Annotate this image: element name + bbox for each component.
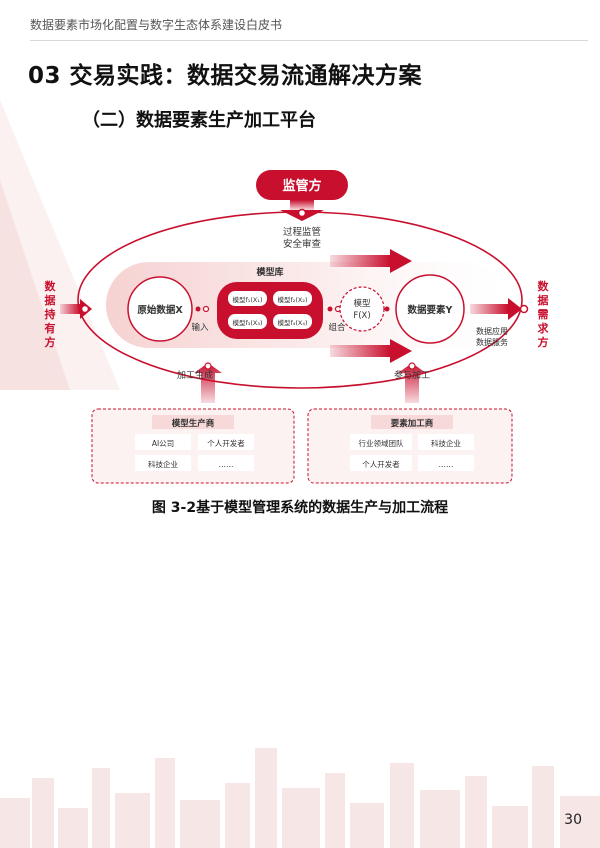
model-fx-label-1: 模型 [353,298,371,309]
svg-text:有: 有 [45,321,56,335]
producer-item-ai: AI公司 [152,439,174,448]
regulator-arrow-shaft [290,200,314,210]
process-supervision-label: 过程监管 [283,226,321,238]
svg-text:持: 持 [45,307,56,321]
page-number: 30 [564,812,582,828]
model-f4: 模型f₄(X₄) [277,318,307,327]
model-f2: 模型f₂(X₂) [277,295,307,304]
city-skyline-decoration [0,748,600,848]
producer-item-developer: 个人开发者 [207,438,245,448]
svg-text:数: 数 [45,279,57,293]
processor-item-tech: 科技企业 [431,438,461,448]
header-divider [30,40,588,41]
input-label: 输入 [191,322,209,333]
figure-caption: 图 3-2基于模型管理系统的数据生产与加工流程 [151,500,449,516]
processor-item-industry: 行业领域团队 [359,438,404,448]
model-library-box [217,282,323,339]
security-review-label: 安全审查 [283,238,322,250]
model-producer-title: 模型生产商 [172,418,215,429]
producer-item-tech: 科技企业 [148,459,178,469]
bottom-flow-arrow [330,345,390,357]
data-holder-label: 数 据 持 有 方 [45,279,57,349]
model-f3: 模型f₃(X₃) [232,318,262,327]
data-service-label: 数据服务 [476,337,508,347]
participate-label: 参与加工 [394,369,430,381]
raw-data-label: 原始数据X [137,304,183,316]
regulator-node [297,208,307,218]
element-processor-title: 要素加工商 [391,418,434,429]
data-demander-label: 数 据 需 求 方 [538,279,550,349]
data-application-label: 数据应用 [476,326,508,336]
svg-text:需: 需 [538,308,549,321]
process-generate-label: 加工生成 [177,369,213,381]
top-flow-arrow [330,255,390,267]
participate-arrow [398,363,426,403]
running-header: 数据要素市场化配置与数字生态体系建设白皮书 [30,18,283,32]
process-diagram: 监管方 过程监管 安全审查 数 据 持 有 方 数 据 需 求 方 原始数据X … [45,170,550,484]
svg-text:方: 方 [538,335,549,349]
section-title: 03 交易实践：数据交易流通解决方案 [28,63,423,89]
process-generate-arrow [194,363,222,403]
model-fx-circle [339,286,385,332]
svg-text:据: 据 [538,293,549,307]
producer-item-etc: …… [219,460,234,469]
data-element-circle [395,274,465,344]
raw-data-circle [127,276,193,342]
model-f1: 模型f₁(X₁) [232,295,262,304]
model-library-title: 模型库 [256,266,283,278]
subsection-title: （二）数据要素生产加工平台 [82,110,316,131]
data-element-label: 数据要素Y [407,304,453,316]
svg-text:据: 据 [45,293,56,307]
svg-text:求: 求 [538,321,550,335]
regulator-label: 监管方 [282,178,321,194]
svg-text:方: 方 [45,335,56,349]
processor-item-etc: …… [439,460,454,469]
processor-item-developer: 个人开发者 [362,459,400,469]
regulator-pill [256,170,348,200]
combine-label: 组合 [328,322,346,333]
svg-text:数: 数 [538,279,550,293]
model-fx-label-2: F(X) [353,311,370,321]
